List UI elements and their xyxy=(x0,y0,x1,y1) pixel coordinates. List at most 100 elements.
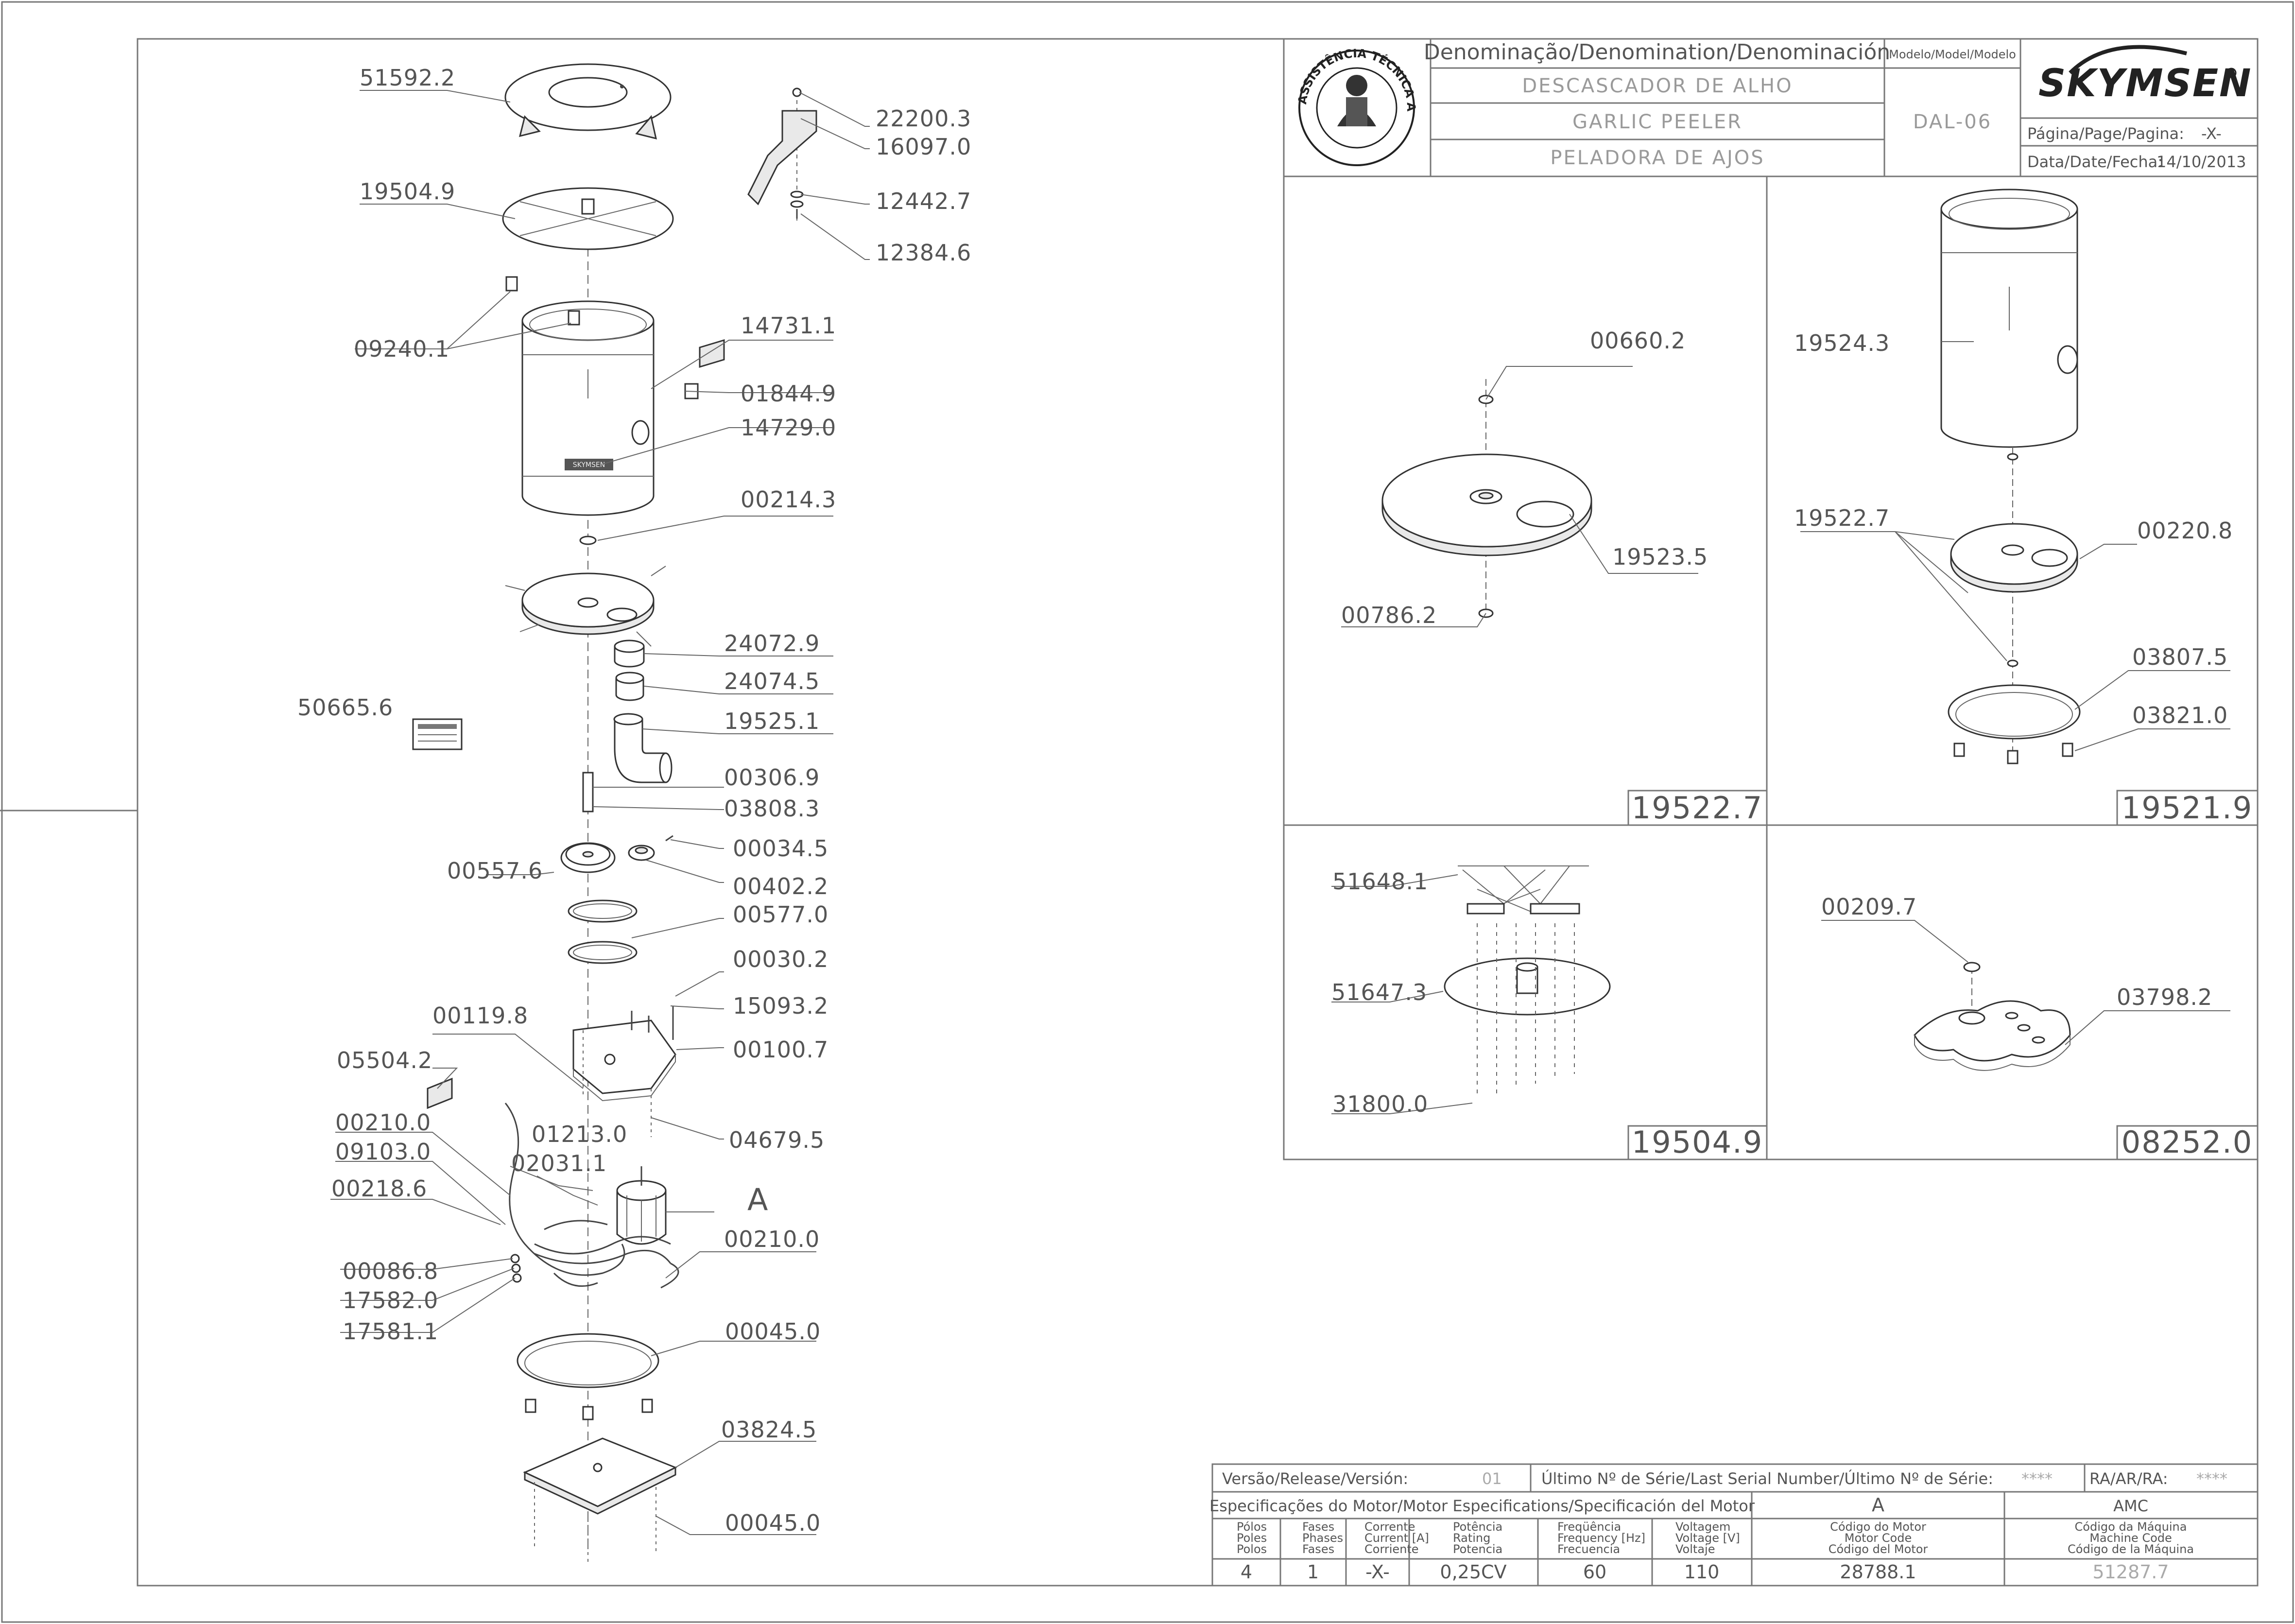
part-label: 00220.8 xyxy=(2137,518,2233,544)
serial-value: **** xyxy=(2021,1469,2053,1488)
title-block: ASSISTÊNCIA TÉCNICA AUTORIZADA Denominaç… xyxy=(0,0,2259,177)
svg-text:Voltagem: Voltagem xyxy=(1675,1520,1730,1534)
part-label: 03808.3 xyxy=(724,795,820,822)
part-label: 00119.8 xyxy=(432,1002,528,1029)
part-label: 09103.0 xyxy=(335,1139,431,1165)
part-label: 19524.3 xyxy=(1794,330,1890,356)
part-label: 00214.3 xyxy=(741,486,836,513)
skymsen-logo: SKYMSEN xyxy=(2038,45,2251,105)
motor-spec-headers: Pólos Poles Polos Fases Phases Fases Cor… xyxy=(1237,1520,2194,1556)
svg-text:Polos: Polos xyxy=(1237,1542,1267,1556)
date-label: Data/Date/Fecha: xyxy=(2027,153,2163,171)
part-label: 05504.2 xyxy=(337,1047,432,1073)
part-label: 00045.0 xyxy=(725,1510,821,1536)
svg-text:Voltage [V]: Voltage [V] xyxy=(1675,1531,1740,1545)
detail-title-1: 19522.7 xyxy=(1632,790,1763,826)
motor-code-value: 28788.1 xyxy=(1840,1561,1916,1583)
svg-text:Poles: Poles xyxy=(1237,1531,1267,1545)
part-label: 14729.0 xyxy=(741,415,836,441)
name-en: GARLIC PEELER xyxy=(1572,111,1743,133)
svg-text:Código do Motor: Código do Motor xyxy=(1830,1520,1926,1534)
part-label: 19525.1 xyxy=(724,708,820,734)
part-label: 00034.5 xyxy=(733,835,828,862)
svg-text:Fases: Fases xyxy=(1302,1520,1334,1534)
ra-value: **** xyxy=(2196,1469,2227,1488)
rating-value: 0,25CV xyxy=(1440,1561,1506,1583)
svg-text:Voltaje: Voltaje xyxy=(1675,1542,1715,1556)
part-label: 50665.6 xyxy=(297,694,393,721)
svg-text:Machine Code: Machine Code xyxy=(2089,1531,2172,1545)
current-value: -X- xyxy=(1365,1561,1390,1583)
part-label: 15093.2 xyxy=(733,993,828,1019)
part-label: 00086.8 xyxy=(343,1258,438,1284)
part-label: 22200.3 xyxy=(876,105,971,132)
svg-text:Corrente: Corrente xyxy=(1364,1520,1415,1534)
part-label: 14731.1 xyxy=(741,312,836,339)
svg-text:Freqüência: Freqüência xyxy=(1557,1520,1621,1534)
part-label: 00402.2 xyxy=(733,873,828,899)
part-label: 24072.9 xyxy=(724,630,820,657)
detail-view-19521-9 xyxy=(1800,189,2230,764)
machine-code-value: 51287.7 xyxy=(2092,1561,2169,1583)
part-label: 17581.1 xyxy=(343,1318,438,1345)
motor-letter: A xyxy=(1872,1494,1884,1516)
svg-text:Corriente: Corriente xyxy=(1364,1542,1419,1556)
part-label: 12442.7 xyxy=(876,188,971,214)
phases-value: 1 xyxy=(1307,1561,1319,1583)
part-label: 01844.9 xyxy=(741,380,836,407)
detail-views-frame xyxy=(1283,175,2259,1160)
svg-text:Código de la Máquina: Código de la Máquina xyxy=(2068,1542,2194,1556)
detail-title-3: 19504.9 xyxy=(1632,1124,1763,1160)
part-label: 19504.9 xyxy=(360,178,455,205)
part-label: 19522.7 xyxy=(1794,505,1890,531)
serial-label: Último Nº de Série/Last Serial Number/Úl… xyxy=(1541,1469,1993,1488)
name-pt: DESCASCADOR DE ALHO xyxy=(1522,75,1793,97)
part-label: 00209.7 xyxy=(1821,894,1917,920)
seal-text: ASSISTÊNCIA TÉCNICA AUTORIZADA xyxy=(0,0,1418,112)
part-label: 19523.5 xyxy=(1612,544,1708,570)
version-value: 01 xyxy=(1482,1469,1502,1488)
page-label: Página/Page/Pagina: xyxy=(2027,124,2184,143)
detail-title-2: 19521.9 xyxy=(2122,790,2253,826)
part-label: 16097.0 xyxy=(876,134,971,160)
svg-text:Código del Motor: Código del Motor xyxy=(1829,1542,1928,1556)
date-value: 14/10/2013 xyxy=(2157,153,2246,171)
authorized-service-seal: ASSISTÊNCIA TÉCNICA AUTORIZADA xyxy=(0,0,1418,166)
detail-view-19522-7 xyxy=(1341,366,1698,627)
svg-text:Potência: Potência xyxy=(1453,1520,1502,1534)
part-label: 09240.1 xyxy=(354,336,449,362)
part-label: 00210.0 xyxy=(724,1226,820,1252)
part-label: 00100.7 xyxy=(733,1037,828,1063)
exploded-view-main: SKYMSEN xyxy=(330,63,870,1565)
part-label: 04679.5 xyxy=(729,1127,825,1153)
svg-text:Frecuencia: Frecuencia xyxy=(1557,1542,1620,1556)
part-label: 01213.0 xyxy=(532,1121,627,1147)
part-label: 00306.9 xyxy=(724,764,820,791)
motor-spec-label: Especificações do Motor/Motor Especifica… xyxy=(1209,1497,1755,1515)
part-label: 51647.3 xyxy=(1331,979,1427,1005)
machine-letter: AMC xyxy=(2113,1497,2148,1515)
part-label: 12384.6 xyxy=(876,240,971,266)
machine-plate-text: SKYMSEN xyxy=(573,461,605,469)
svg-text:Fases: Fases xyxy=(1302,1542,1334,1556)
detail-title-4: 08252.0 xyxy=(2122,1124,2253,1160)
part-label: 03807.5 xyxy=(2132,644,2228,670)
ra-label: RA/AR/RA: xyxy=(2089,1469,2168,1488)
denomination-header: Denominação/Denomination/Denominación xyxy=(1424,40,1890,65)
svg-text:Rating: Rating xyxy=(1453,1531,1490,1545)
voltage-value: 110 xyxy=(1684,1561,1720,1583)
part-label: 24074.5 xyxy=(724,668,820,694)
part-label: 03821.0 xyxy=(2132,702,2228,728)
svg-text:Código da Máquina: Código da Máquina xyxy=(2075,1520,2187,1534)
detail-view-08252-0 xyxy=(1821,920,2230,1071)
motor-reference-letter: A xyxy=(747,1182,769,1217)
inner-border xyxy=(137,38,2259,1587)
version-label: Versão/Release/Versión: xyxy=(1222,1469,1408,1488)
revision-block xyxy=(1211,1463,2259,1587)
frequency-value: 60 xyxy=(1583,1561,1606,1583)
part-label: 00786.2 xyxy=(1341,602,1437,628)
model-header: Modelo/Model/Modelo xyxy=(1889,48,2016,61)
part-label: 00577.0 xyxy=(733,901,828,928)
part-label: 03824.5 xyxy=(721,1417,817,1443)
